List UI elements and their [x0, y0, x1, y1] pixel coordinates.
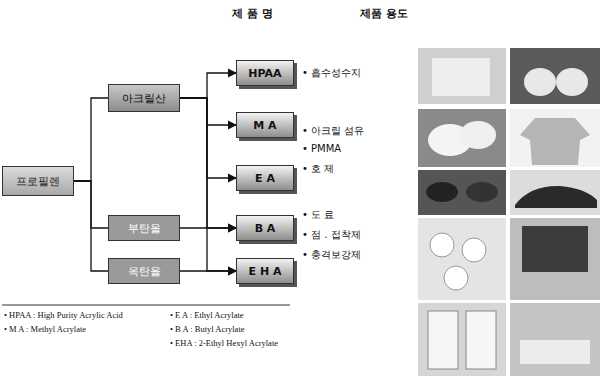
- photo-detail: [520, 118, 590, 165]
- photo-detail: [460, 121, 496, 149]
- photo-window: [418, 303, 506, 376]
- flow-connector: [180, 227, 236, 228]
- use-item: • 충격보강제: [302, 248, 361, 262]
- node-text: HPAA: [248, 67, 281, 80]
- flow-connector: [180, 98, 236, 271]
- legend-note: • HPAA : High Purity Acrylic Acid: [4, 310, 123, 320]
- legend-rule: [2, 305, 290, 306]
- photo-paint: [418, 170, 506, 215]
- column-header: 제품 용도: [360, 6, 408, 21]
- use-item: • 흡수성수지: [302, 66, 361, 80]
- photo-detail: [556, 68, 588, 96]
- flow-connector: [74, 98, 108, 181]
- legend-note: • B A : Butyl Acrylate: [170, 324, 245, 334]
- use-item: • 호 제: [302, 162, 334, 176]
- photo-car: [510, 170, 600, 215]
- product-box: E H A: [236, 258, 294, 284]
- product-box: E A: [236, 165, 294, 191]
- photo-detail: [426, 182, 458, 202]
- source-box: 프로필렌: [2, 166, 74, 196]
- node-text: M A: [253, 119, 276, 132]
- node-text: 옥탄올: [128, 264, 161, 279]
- photo-detail: [466, 311, 496, 369]
- flow-connector: [180, 270, 236, 271]
- product-box: HPAA: [236, 60, 294, 86]
- legend-note: • E A : Ethyl Acrylate: [170, 310, 244, 320]
- node-text: 부탄올: [128, 221, 161, 236]
- photo-detail: [444, 266, 468, 290]
- photo-cotton: [418, 109, 506, 167]
- legend-note: • M A : Methyl Acrylate: [4, 324, 86, 334]
- use-item: • 도 료: [302, 208, 334, 222]
- use-item: • 아크릴 섬유: [302, 124, 364, 138]
- node-text: E A: [255, 172, 275, 185]
- node-text: E H A: [249, 265, 282, 278]
- photo-detail: [466, 182, 498, 202]
- photo-detail: [430, 233, 454, 257]
- node-text: 아크릴산: [122, 91, 166, 106]
- flow-connector: [180, 98, 236, 228]
- flow-connector: [180, 73, 236, 98]
- use-item: • 점 . 접착제: [302, 228, 361, 242]
- legend-note: • EHA : 2-Ethyl Hexyl Acrylate: [170, 338, 278, 348]
- flow-connector: [180, 98, 236, 125]
- photo-detail: [432, 58, 490, 96]
- photo-detail: [524, 68, 556, 96]
- intermediate-box: 옥탄올: [108, 258, 180, 284]
- flow-connector: [180, 98, 236, 178]
- photo-room: [510, 303, 600, 376]
- node-text: B A: [255, 222, 276, 235]
- flow-connector: [74, 181, 108, 271]
- product-box: B A: [236, 215, 294, 241]
- node-text: 프로필렌: [16, 174, 60, 189]
- photo-diaper-pack: [418, 48, 506, 104]
- use-item: • PMMA: [302, 143, 341, 154]
- product-box: M A: [236, 112, 294, 138]
- photo-detail: [522, 226, 588, 272]
- intermediate-box: 부탄올: [108, 215, 180, 241]
- photo-detail: [520, 340, 590, 364]
- photo-tv: [510, 218, 600, 300]
- photo-detail: [462, 238, 486, 262]
- intermediate-box: 아크릴산: [108, 84, 180, 112]
- photo-sweater: [510, 109, 600, 167]
- photo-detail: [428, 311, 458, 369]
- column-header: 제 품 명: [232, 6, 273, 21]
- photo-detail: [515, 186, 597, 208]
- photo-tape: [418, 218, 506, 300]
- photo-babies: [510, 48, 600, 104]
